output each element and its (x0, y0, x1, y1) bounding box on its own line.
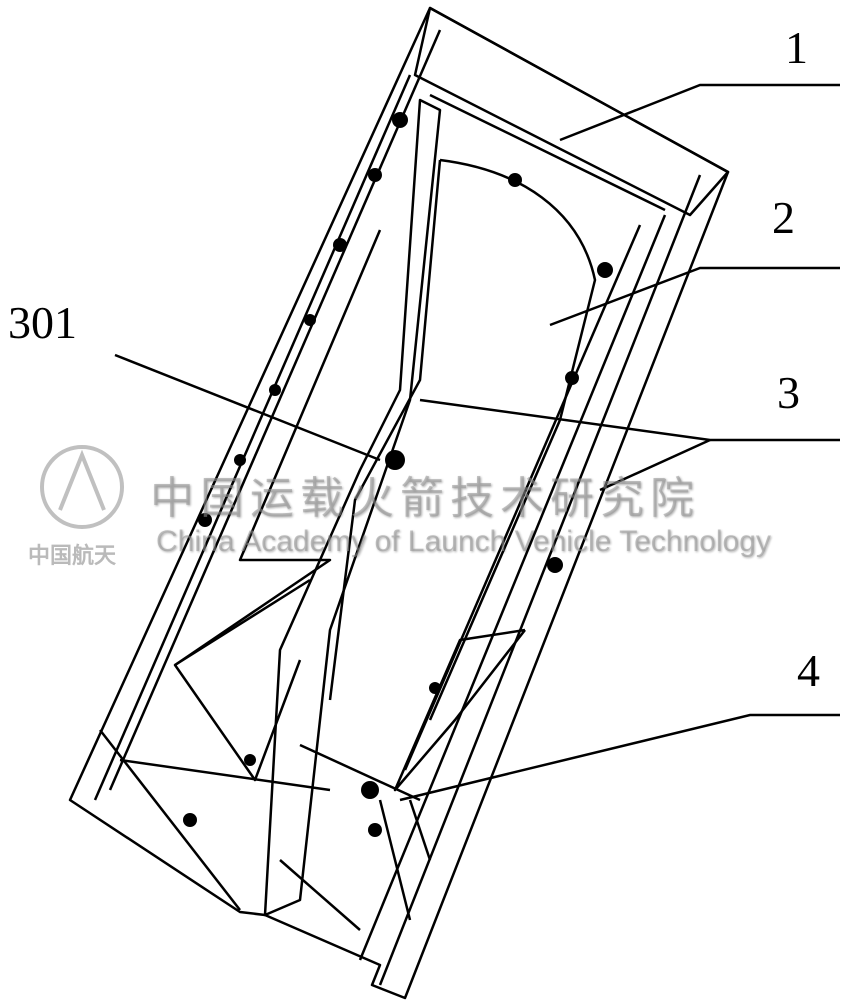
left-rail-inner (93, 74, 412, 801)
leader-line-1 (559, 83, 840, 142)
label-part-4: 4 (797, 645, 820, 696)
leader-line-3b (599, 438, 711, 492)
leader-line-2 (549, 266, 840, 327)
leader-line-4 (399, 713, 840, 802)
center-beam (263, 98, 442, 917)
watermark-org-en: China Academy of Launch Vehicle Technolo… (156, 525, 771, 558)
bolts (183, 112, 613, 837)
inner-panel (328, 158, 597, 721)
watermark-org-cn: 中国运载火箭技术研究院 (150, 473, 700, 524)
watermark-brand-cn: 中国航天 (28, 544, 117, 569)
casc-logo (40, 445, 124, 529)
outer-frame (68, 6, 730, 1000)
top-plate (413, 6, 730, 217)
label-part-3: 3 (777, 367, 800, 418)
leader-line-301 (114, 353, 381, 462)
label-part-1: 1 (785, 22, 808, 73)
label-part-301: 301 (8, 297, 77, 348)
label-part-2: 2 (772, 192, 795, 243)
